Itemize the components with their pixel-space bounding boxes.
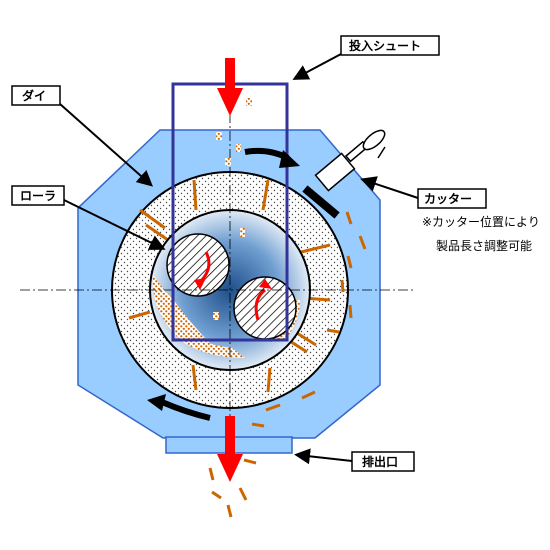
label-outlet: 排出口 (294, 448, 415, 472)
center-lines (20, 95, 415, 480)
svg-text:ダイ: ダイ (22, 88, 46, 103)
roller-left (166, 233, 230, 297)
label-roller: ローラ (11, 185, 166, 250)
svg-text:投入シュート: 投入シュート (349, 38, 421, 53)
pellets (208, 211, 367, 518)
feed-arrow-icon (217, 58, 243, 116)
svg-text:カッター: カッター (424, 192, 472, 206)
label-chute: 投入シュート (292, 35, 440, 80)
cutter-icon (302, 129, 386, 219)
svg-text:ローラ: ローラ (20, 189, 56, 203)
roller-right-rotation-icon (254, 288, 266, 321)
svg-text:排出口: 排出口 (362, 454, 398, 469)
feed-material (213, 98, 252, 320)
cutter-note-line1: ※カッター位置により (422, 214, 540, 229)
material-pile-left (152, 275, 215, 348)
discharge-arrow-icon (217, 416, 243, 482)
label-cutter: カッター (360, 176, 487, 209)
cutter-note-line2: 製品長さ調整可能 (436, 238, 532, 253)
material-pile-bottom (180, 338, 245, 358)
label-die: ダイ (11, 85, 153, 187)
die-rotation-bottom-icon (160, 399, 211, 421)
